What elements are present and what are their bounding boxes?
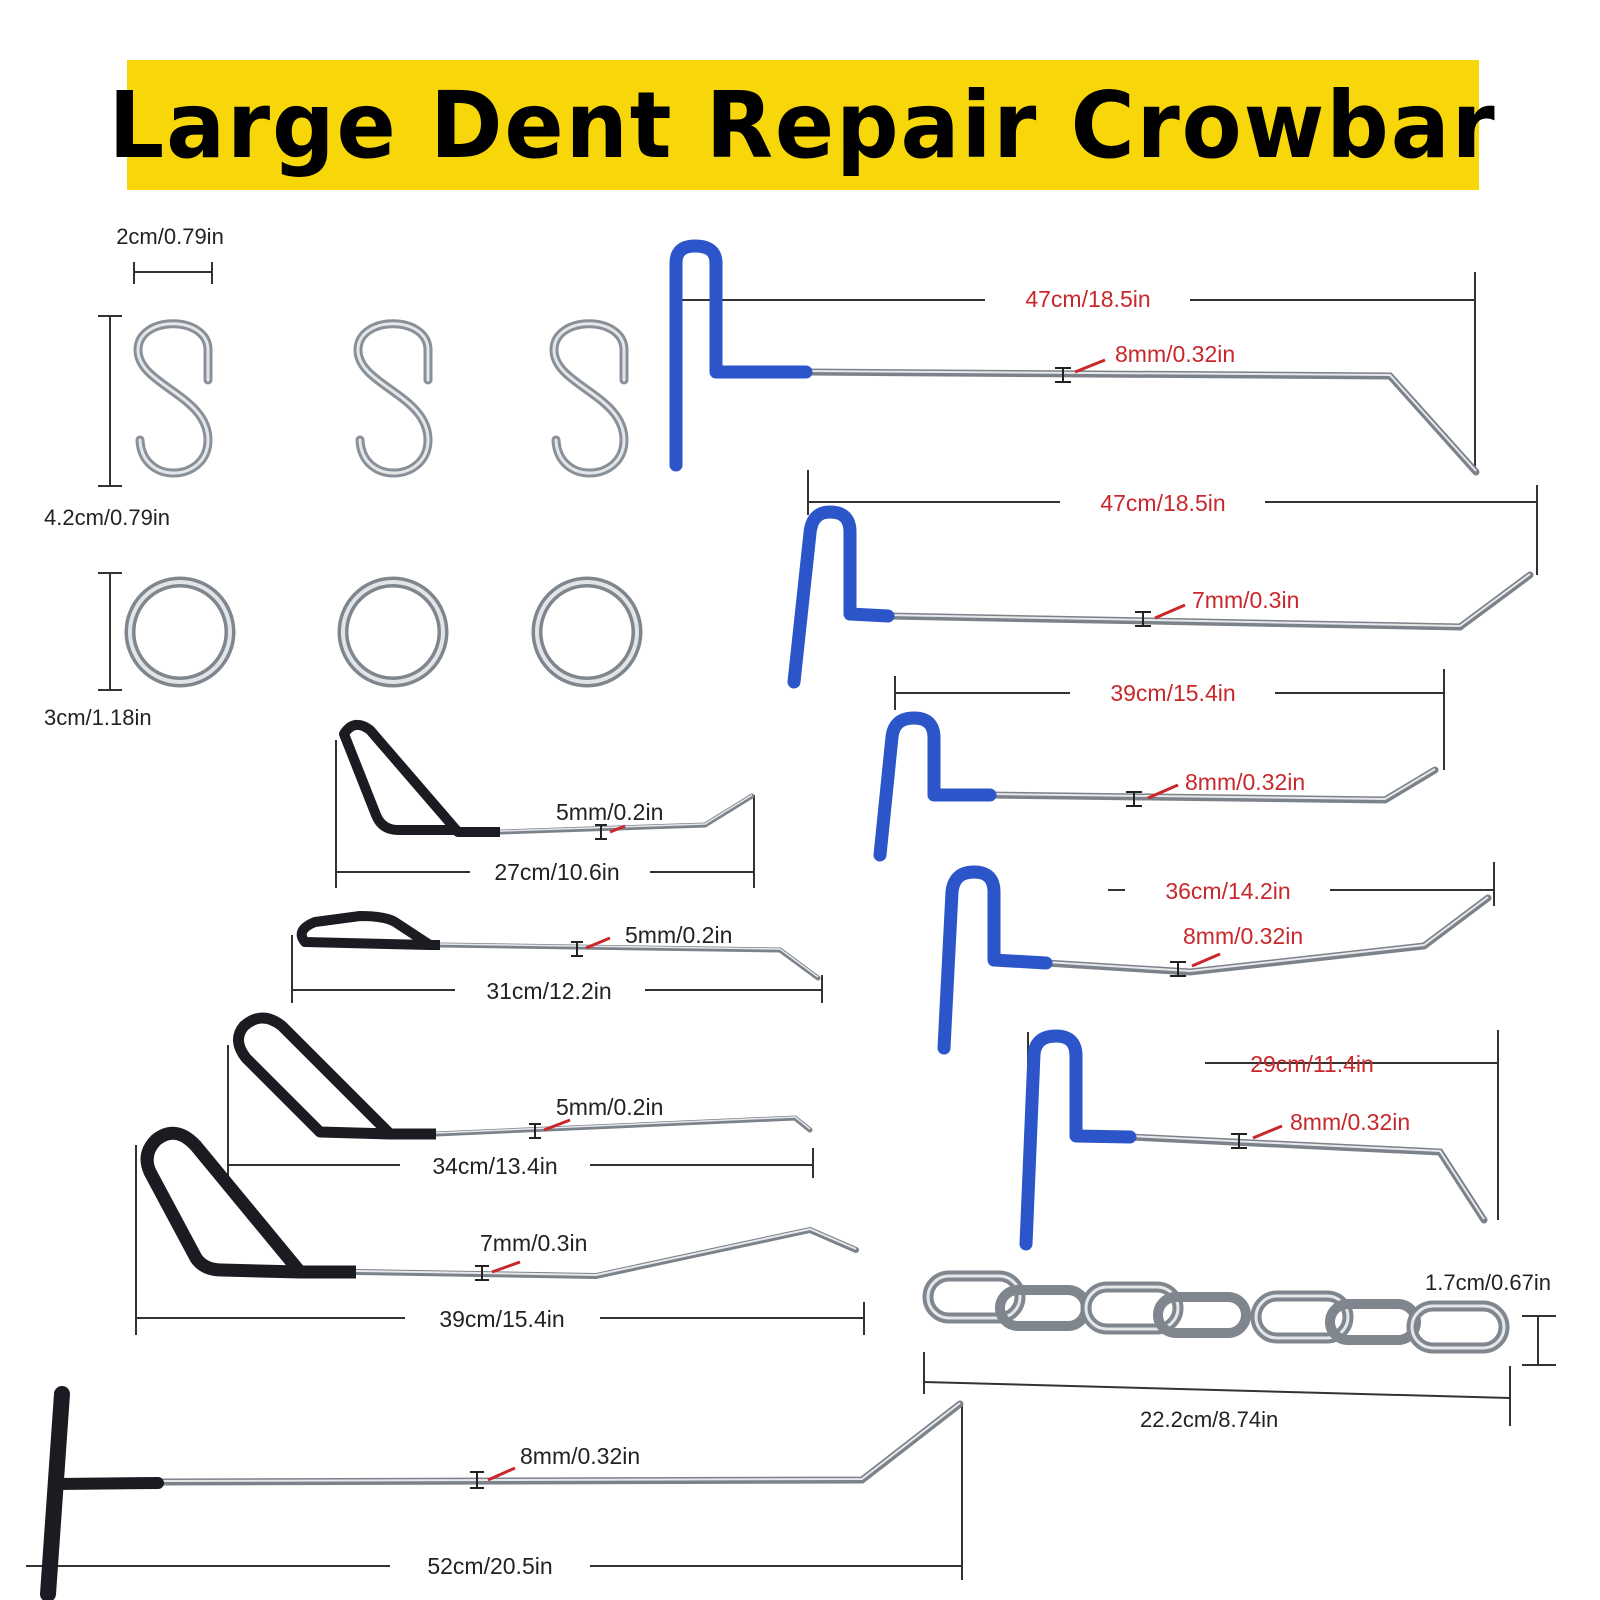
chain-link — [1153, 1292, 1251, 1338]
blue-rod-4-diameter-label: 8mm/0.32in — [1183, 923, 1303, 949]
t-handle-rod-diameter-label: 8mm/0.32in — [520, 1443, 640, 1469]
hooks-height-dimension: 4.2cm/0.79in — [44, 315, 170, 530]
black-rod-2-length-label: 31cm/12.2in — [486, 978, 611, 1004]
black-rod-2-diameter-label: 5mm/0.2in — [625, 922, 732, 948]
black-rod-1-length-label: 27cm/10.6in — [494, 859, 619, 885]
chain-thickness-dimension: 1.7cm/0.67in — [1425, 1270, 1556, 1366]
chain-link — [1406, 1300, 1510, 1354]
blue-rod-5: 29cm/11.4in 8mm/0.32in — [1019, 1029, 1499, 1251]
black-rod-1-diameter-label: 5mm/0.2in — [556, 799, 663, 825]
s-hook — [552, 322, 626, 475]
title-banner: Large Dent Repair Crowbar — [109, 60, 1495, 190]
s-hooks: 2cm/0.79in 4.2cm/0.79in — [44, 224, 629, 530]
black-rod-4-length-label: 39cm/15.4in — [439, 1306, 564, 1332]
chain: 1.7cm/0.67in 22.2cm/8.74in — [922, 1270, 1556, 1432]
blue-rod-5-diameter-label: 8mm/0.32in — [1290, 1109, 1410, 1135]
blue-rod-1-diameter-label: 8mm/0.32in — [1115, 341, 1235, 367]
hooks-height-label: 4.2cm/0.79in — [44, 505, 170, 530]
s-hook — [136, 322, 210, 475]
blue-rod-2-diameter-label: 7mm/0.3in — [1192, 587, 1299, 613]
chain-length-label: 22.2cm/8.74in — [1140, 1407, 1278, 1432]
chain-length-dimension: 22.2cm/8.74in — [923, 1352, 1511, 1432]
page-title: Large Dent Repair Crowbar — [108, 71, 1498, 179]
hooks-width-dimension: 2cm/0.79in — [116, 224, 224, 284]
blue-rod-1-length-label: 47cm/18.5in — [1025, 286, 1150, 312]
t-handle-rod: 52cm/20.5in 8mm/0.32in — [26, 1386, 964, 1600]
black-rod-4: 39cm/15.4in 7mm/0.3in — [135, 1126, 865, 1335]
rings-diameter-dimension: 3cm/1.18in — [44, 572, 152, 730]
hooks-width-label: 2cm/0.79in — [116, 224, 224, 249]
rings-diameter-label: 3cm/1.18in — [44, 705, 152, 730]
blue-rod-2-length-label: 47cm/18.5in — [1100, 490, 1225, 516]
blue-rod-5-length-label: 29cm/11.4in — [1250, 1051, 1374, 1077]
black-rod-4-diameter-label: 7mm/0.3in — [480, 1230, 587, 1256]
chain-thickness-label: 1.7cm/0.67in — [1425, 1270, 1551, 1295]
black-rod-3: 34cm/13.4in 5mm/0.2in — [227, 1012, 814, 1181]
blue-rod-4-length-label: 36cm/14.2in — [1165, 878, 1290, 904]
black-rod-1: 27cm/10.6in 5mm/0.2in — [335, 719, 755, 888]
o-rings: 3cm/1.18in — [44, 572, 643, 730]
blue-rod-4: 36cm/14.2in 8mm/0.32in — [937, 862, 1495, 1055]
black-rod-3-diameter-label: 5mm/0.2in — [556, 1094, 663, 1120]
s-hook — [549, 319, 629, 478]
blue-rod-3-diameter-label: 8mm/0.32in — [1185, 769, 1305, 795]
s-hook — [133, 319, 213, 478]
blue-rod-3: 39cm/15.4in 8mm/0.32in — [873, 669, 1445, 862]
blue-rod-2: 47cm/18.5in 7mm/0.3in — [787, 470, 1538, 689]
t-handle-rod-length-label: 52cm/20.5in — [427, 1553, 552, 1579]
s-hook — [353, 319, 433, 478]
black-rod-3-length-label: 34cm/13.4in — [432, 1153, 557, 1179]
s-hook — [356, 322, 430, 475]
blue-rod-1: 47cm/18.5in 8mm/0.32in — [669, 239, 1480, 476]
black-rod-2: 31cm/12.2in 5mm/0.2in — [291, 911, 823, 1006]
blue-rod-3-length-label: 39cm/15.4in — [1110, 680, 1235, 706]
